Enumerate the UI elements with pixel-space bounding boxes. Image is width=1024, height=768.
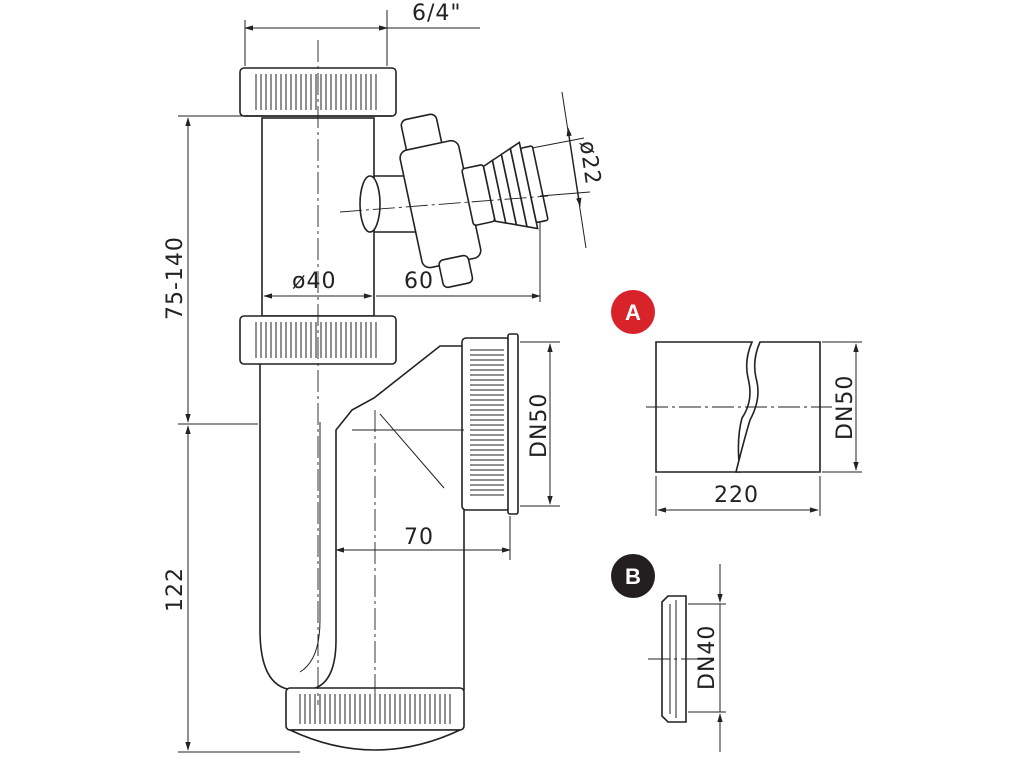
trap-tube — [259, 345, 465, 691]
trap-height-label: 122 — [163, 567, 188, 612]
badge-a-label: A — [625, 300, 641, 325]
bottom-cap — [289, 729, 461, 751]
accessory-b-size-label: DN40 — [695, 625, 720, 690]
outlet-nut — [461, 337, 511, 511]
outlet-offset-label: 70 — [404, 525, 434, 550]
side-offset-label: 60 — [404, 269, 434, 294]
siphon-body — [239, 40, 549, 751]
accessory-a-size-label: DN50 — [833, 375, 858, 440]
hose-connector — [399, 113, 549, 289]
pipe-left-half — [655, 341, 754, 473]
thread-size-label: 6/4" — [412, 1, 462, 26]
badge-b-label: B — [625, 564, 641, 589]
hose-diameter-label: ø22 — [574, 139, 605, 187]
accessory-a-length-label: 220 — [714, 483, 759, 508]
dimension-lines — [178, 10, 591, 753]
accessory-b: B — [611, 554, 726, 752]
tube-diameter-label: ø40 — [292, 269, 336, 294]
height-range-label: 75-140 — [163, 236, 188, 320]
accessory-a: A — [611, 290, 862, 516]
badge-b — [611, 554, 655, 598]
badge-a — [611, 290, 655, 334]
outlet-size-label: DN50 — [527, 393, 552, 458]
